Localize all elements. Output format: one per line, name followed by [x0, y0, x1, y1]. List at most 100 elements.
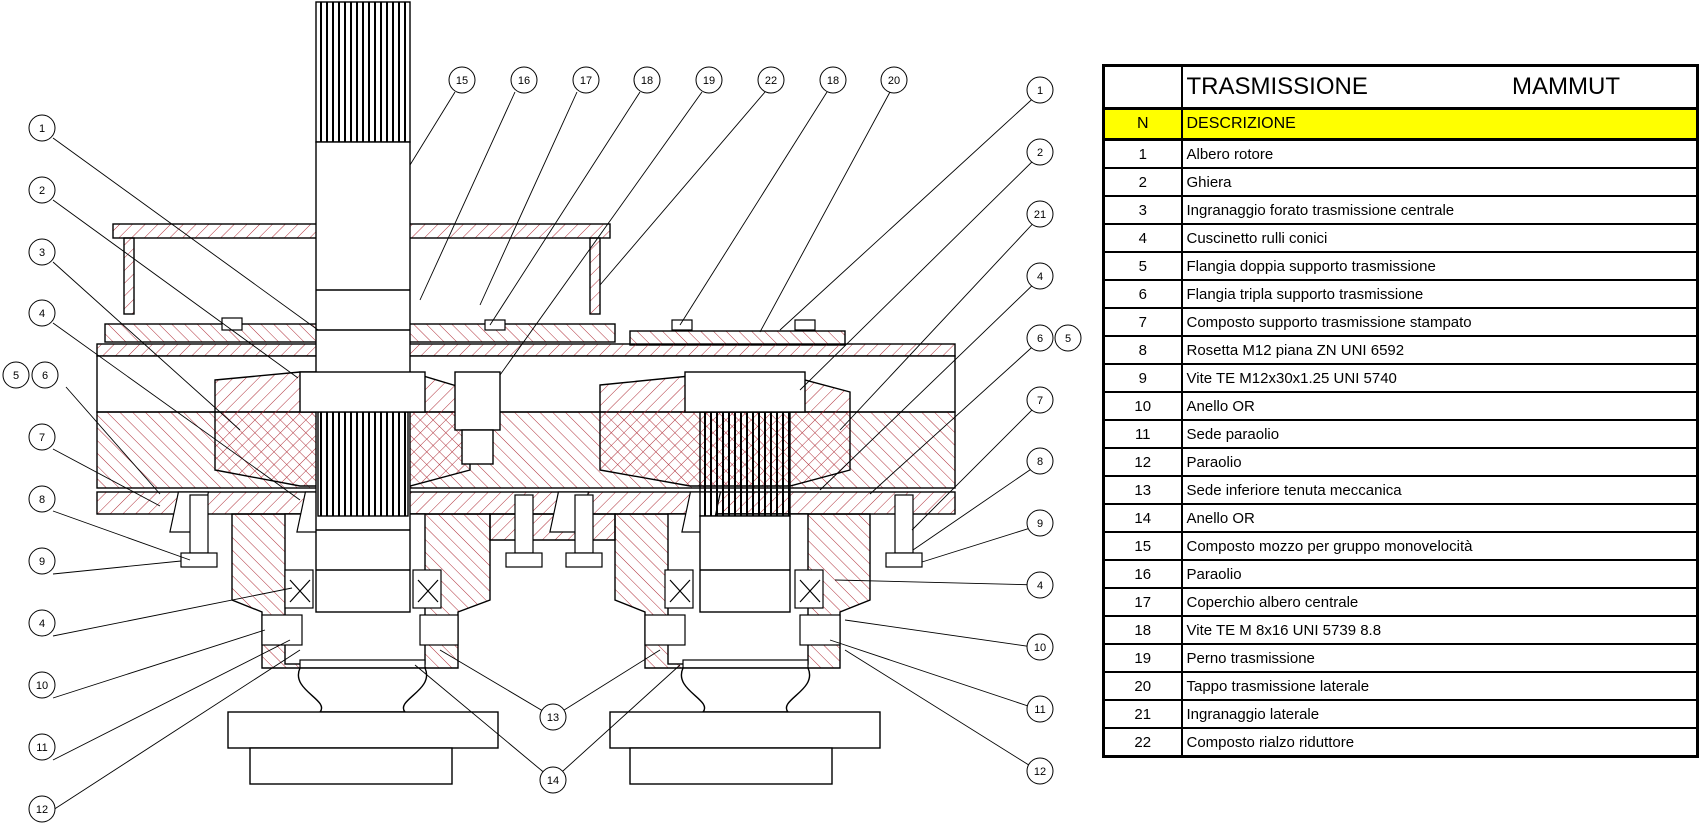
callout-16: 16: [510, 66, 538, 94]
callout-label: 10: [1034, 642, 1046, 654]
callout-label: 12: [36, 804, 48, 816]
part-number: 13: [1102, 475, 1183, 505]
callout-15: 15: [448, 66, 476, 94]
callout-label: 1: [1037, 85, 1043, 97]
callout-label: 22: [765, 75, 777, 87]
callout-r12: 12: [1026, 757, 1054, 785]
callout-20: 20: [880, 66, 908, 94]
callout-label: 16: [518, 75, 530, 87]
callout-18: 18: [633, 66, 661, 94]
part-number: 1: [1102, 138, 1183, 169]
callout-label: 2: [1037, 147, 1043, 159]
callout-label: 3: [39, 247, 45, 259]
table-title-row: TRASMISSIONE MAMMUT: [1102, 64, 1699, 110]
callout-label: 9: [39, 556, 45, 568]
lateral-shaft: [684, 371, 806, 613]
callout-r9: 9: [1026, 509, 1054, 537]
part-description: Sede inferiore tenuta meccanica: [1180, 475, 1699, 505]
callout-19: 19: [695, 66, 723, 94]
riser-right: [589, 237, 601, 315]
callout-r1: 1: [1026, 76, 1054, 104]
part-number: 19: [1102, 643, 1183, 673]
callout-4: 4: [28, 299, 56, 327]
part-number: 5: [1102, 251, 1183, 281]
callout-r2: 2: [1026, 138, 1054, 166]
callout-1: 1: [28, 114, 56, 142]
part-number: 9: [1102, 363, 1183, 393]
table-header-row: N DESCRIZIONE: [1102, 107, 1699, 141]
part-number: 3: [1102, 195, 1183, 225]
seals: [261, 614, 841, 669]
callout-label: 8: [39, 494, 45, 506]
callout-r5: 5: [1054, 324, 1082, 352]
part-number: 7: [1102, 307, 1183, 337]
part-number: 21: [1102, 699, 1183, 729]
callout-2: 2: [28, 176, 56, 204]
callout-label: 6: [1037, 333, 1043, 345]
callout-label: 4: [1037, 271, 1043, 283]
title-cell: TRASMISSIONE MAMMUT: [1180, 64, 1699, 110]
callout-r4: 4: [1026, 262, 1054, 290]
ring-nut-left: [299, 371, 426, 413]
callout-label: 20: [888, 75, 900, 87]
pin: [454, 371, 501, 465]
part-number: 14: [1102, 503, 1183, 533]
callout-label: 2: [39, 185, 45, 197]
callout-r10: 10: [1026, 633, 1054, 661]
part-number: 22: [1102, 727, 1183, 758]
callouts-top: 15 16 17 18 19 22 18 20: [448, 66, 908, 94]
callout-18b: 18: [819, 66, 847, 94]
part-number: 15: [1102, 531, 1183, 561]
part-number: 20: [1102, 671, 1183, 701]
title-blank-cell: [1102, 64, 1183, 110]
part-number: 6: [1102, 279, 1183, 309]
hub-right-base: [629, 747, 833, 785]
callout-label: 18: [827, 75, 839, 87]
hub-right-neck: [680, 667, 811, 713]
callout-14: 14: [539, 766, 567, 794]
part-description: Paraolio: [1180, 559, 1699, 589]
part-description: Cuscinetto rulli conici: [1180, 223, 1699, 253]
part-description: Coperchio albero centrale: [1180, 587, 1699, 617]
part-description: Perno trasmissione: [1180, 643, 1699, 673]
hub-left-flange: [227, 711, 499, 749]
part-description: Rosetta M12 piana ZN UNI 6592: [1180, 335, 1699, 365]
part-number: 18: [1102, 615, 1183, 645]
callout-4b: 4: [28, 609, 56, 637]
hub-left-neck: [297, 667, 428, 713]
callouts-left: 1 2 3 4 5 6 7 8 9 4 10 11 12: [2, 114, 59, 823]
shaft-splined-top: [315, 1, 411, 143]
part-description: Albero rotore: [1180, 138, 1699, 169]
top-plate-right: [629, 330, 846, 346]
callout-label: 7: [1037, 395, 1043, 407]
callout-3: 3: [28, 238, 56, 266]
callout-6: 6: [31, 361, 59, 389]
callout-label: 4: [1037, 580, 1043, 592]
callout-7: 7: [28, 423, 56, 451]
callout-8: 8: [28, 485, 56, 513]
callout-22: 22: [757, 66, 785, 94]
callout-label: 9: [1037, 518, 1043, 530]
hubs: [227, 667, 881, 785]
main-shaft: [299, 1, 426, 613]
part-description: Composto rialzo riduttore: [1180, 727, 1699, 758]
part-description: Paraolio: [1180, 447, 1699, 477]
callout-r8: 8: [1026, 447, 1054, 475]
part-description: Ghiera: [1180, 167, 1699, 197]
part-number: 2: [1102, 167, 1183, 197]
part-description: Flangia tripla supporto trasmissione: [1180, 279, 1699, 309]
callout-11: 11: [28, 733, 56, 761]
